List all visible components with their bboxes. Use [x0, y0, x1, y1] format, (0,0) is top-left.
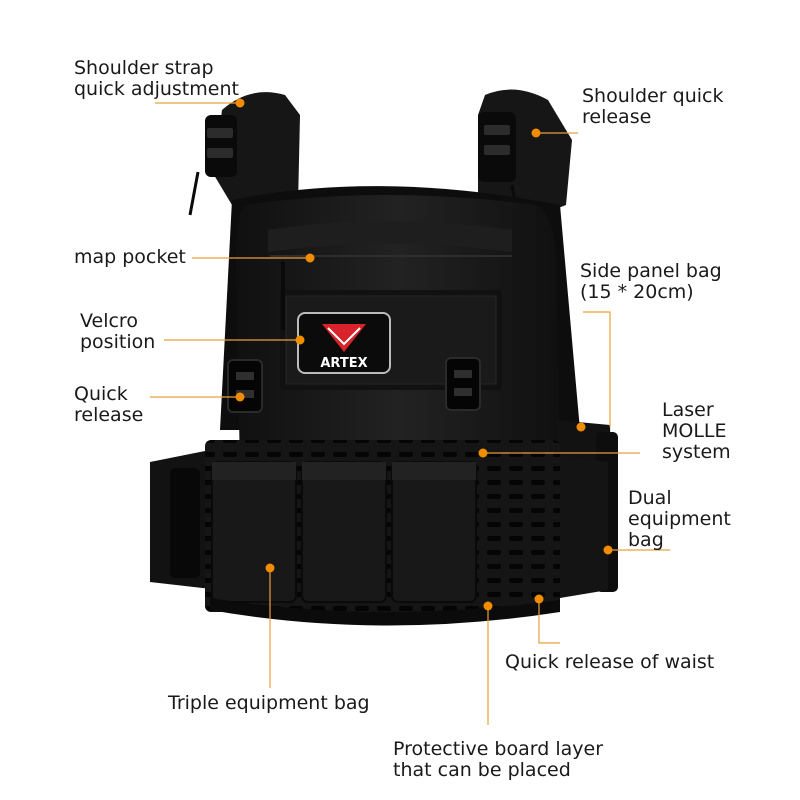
right-quick-release-buckle [445, 357, 481, 411]
right-shoulder-strap [478, 89, 572, 221]
callout-line: Shoulder quick [582, 85, 724, 107]
callout-line: Side panel bag [580, 260, 722, 282]
leader-line-waist-release [538, 599, 560, 644]
marker-map-pocket [305, 253, 315, 263]
marker-dual-equip [603, 545, 613, 555]
marker-side-panel [576, 422, 586, 432]
callout-quick-release-of-waist: Quick release of waist [505, 652, 714, 673]
marker-protective [483, 601, 493, 611]
marker-velcro [295, 335, 305, 345]
callout-line: Velcro [80, 310, 138, 332]
callout-map-pocket: map pocket [74, 247, 186, 268]
patch-brand-text: ARTEX [320, 356, 367, 371]
callout-line: Laser [662, 399, 714, 421]
callout-line: (15 * 20cm) [580, 281, 694, 303]
marker-triple-equip [265, 563, 275, 573]
callout-line: Shoulder strap [74, 57, 214, 79]
callout-line: Dual [628, 487, 672, 509]
artex-patch: ARTEX [297, 312, 391, 374]
callout-line: position [80, 331, 156, 353]
callout-velcro-position: Velcro position [80, 311, 155, 353]
callout-quick-release: Quick release [74, 384, 143, 426]
callout-line: release [582, 106, 652, 128]
callout-line: map pocket [74, 246, 186, 268]
callout-line: release [74, 404, 144, 426]
callout-line: Quick [74, 383, 128, 405]
leader-line-side-panel [583, 311, 611, 427]
left-shoulder-strap [188, 92, 300, 216]
callout-line: system [662, 441, 731, 463]
callout-line: equipment [628, 508, 731, 530]
callout-line: Quick release of waist [505, 651, 715, 673]
marker-shoulder-release [531, 128, 541, 138]
marker-laser-molle [478, 448, 488, 458]
callout-shoulder-quick-release: Shoulder quick release [582, 86, 723, 128]
marker-waist-release [534, 594, 544, 604]
callout-dual-equipment-bag: Dual equipment bag [628, 488, 731, 551]
callout-line: bag [628, 529, 664, 551]
left-quick-release-buckle [227, 359, 263, 413]
callout-triple-equipment-bag: Triple equipment bag [168, 693, 370, 714]
eagle-logo-icon [322, 324, 366, 352]
callout-line: quick adjustment [74, 78, 239, 100]
callout-line: Triple equipment bag [168, 692, 370, 714]
triple-equipment-bag [211, 461, 477, 603]
callout-line: MOLLE [662, 420, 727, 442]
callout-side-panel-bag: Side panel bag (15 * 20cm) [580, 261, 722, 303]
callout-line: Protective board layer [393, 738, 604, 760]
callout-protective-board-layer: Protective board layer that can be place… [393, 739, 603, 781]
marker-shoulder-strap [235, 98, 245, 108]
callout-shoulder-strap-quick-adjustment: Shoulder strap quick adjustment [74, 58, 239, 100]
marker-quick-release [235, 392, 245, 402]
callout-laser-molle-system: Laser MOLLE system [662, 400, 731, 463]
callout-line: that can be placed [393, 759, 571, 781]
